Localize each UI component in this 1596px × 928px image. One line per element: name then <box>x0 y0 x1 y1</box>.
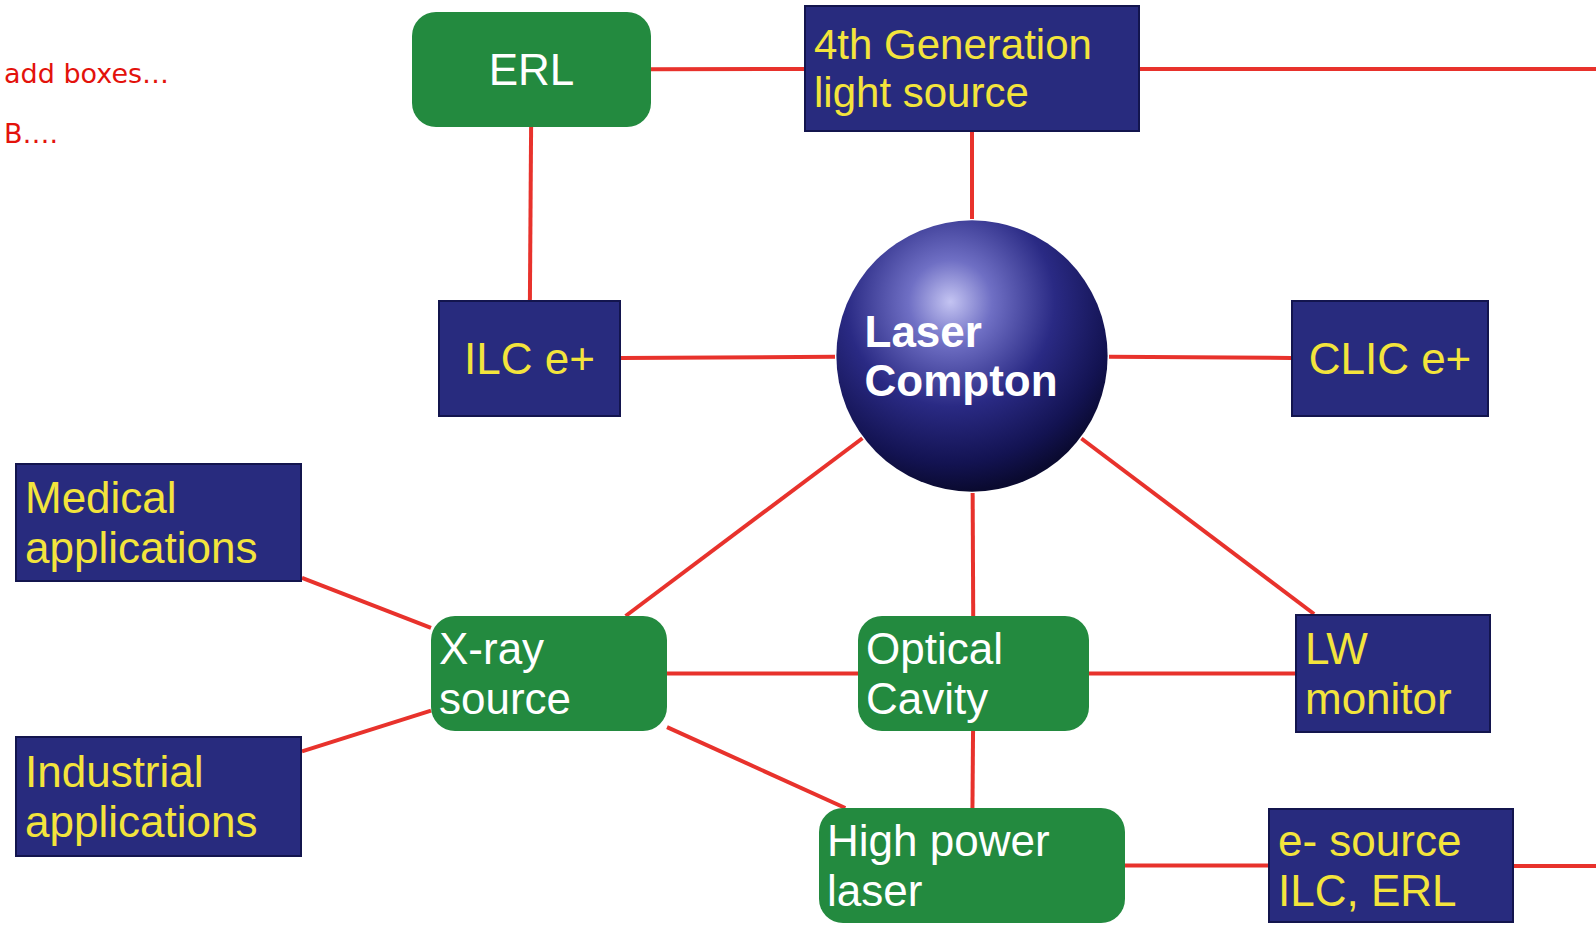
process-box: Optical Cavity <box>858 616 1089 731</box>
node-text: 4th Generation light source <box>814 21 1130 115</box>
node-text: X-ray source <box>439 624 659 723</box>
connector-line <box>1089 672 1295 676</box>
note-text: add boxes… <box>4 58 169 89</box>
central-circle: Laser Compton <box>835 219 1109 493</box>
process-box: CLIC e+ <box>1291 300 1489 417</box>
off-page-line <box>1505 864 1596 868</box>
node-text: LW monitor <box>1305 624 1481 723</box>
connector-line <box>667 672 858 676</box>
sphere-fill <box>836 220 1107 491</box>
process-box: e- source ILC, ERL <box>1268 808 1514 923</box>
node-text: CLIC e+ <box>1309 334 1472 383</box>
connector-line <box>970 132 974 219</box>
node-text: Medical applications <box>25 473 292 572</box>
off-page-line <box>1130 67 1596 71</box>
node-text: e- source ILC, ERL <box>1278 816 1504 915</box>
node-text: ERL <box>489 45 575 94</box>
connector-line <box>651 67 804 71</box>
node-text: Industrial applications <box>25 747 292 846</box>
process-box: Industrial applications <box>15 736 302 857</box>
process-box: ERL <box>412 12 651 127</box>
connector-line <box>667 727 845 808</box>
process-box: X-ray source <box>431 616 667 731</box>
process-box: LW monitor <box>1295 614 1491 733</box>
connector-line <box>302 711 431 752</box>
connector-line <box>626 438 863 616</box>
connector-line <box>970 731 975 808</box>
process-box: Medical applications <box>15 463 302 582</box>
connector-line <box>1109 357 1291 358</box>
connector-line <box>1081 438 1314 614</box>
process-box: 4th Generation light source <box>804 5 1140 132</box>
connector-line <box>530 127 531 300</box>
connector-line <box>971 493 976 616</box>
connector-line <box>302 578 431 628</box>
connector-line <box>621 357 835 358</box>
process-box: High power laser <box>819 808 1125 923</box>
note-text: B…. <box>4 118 58 149</box>
node-text: ILC e+ <box>464 334 595 383</box>
process-box: ILC e+ <box>438 300 621 417</box>
node-text: Optical Cavity <box>866 624 1081 723</box>
node-text: High power laser <box>827 816 1117 915</box>
node-text: Laser Compton <box>865 307 1080 406</box>
connector-line <box>1125 864 1268 868</box>
